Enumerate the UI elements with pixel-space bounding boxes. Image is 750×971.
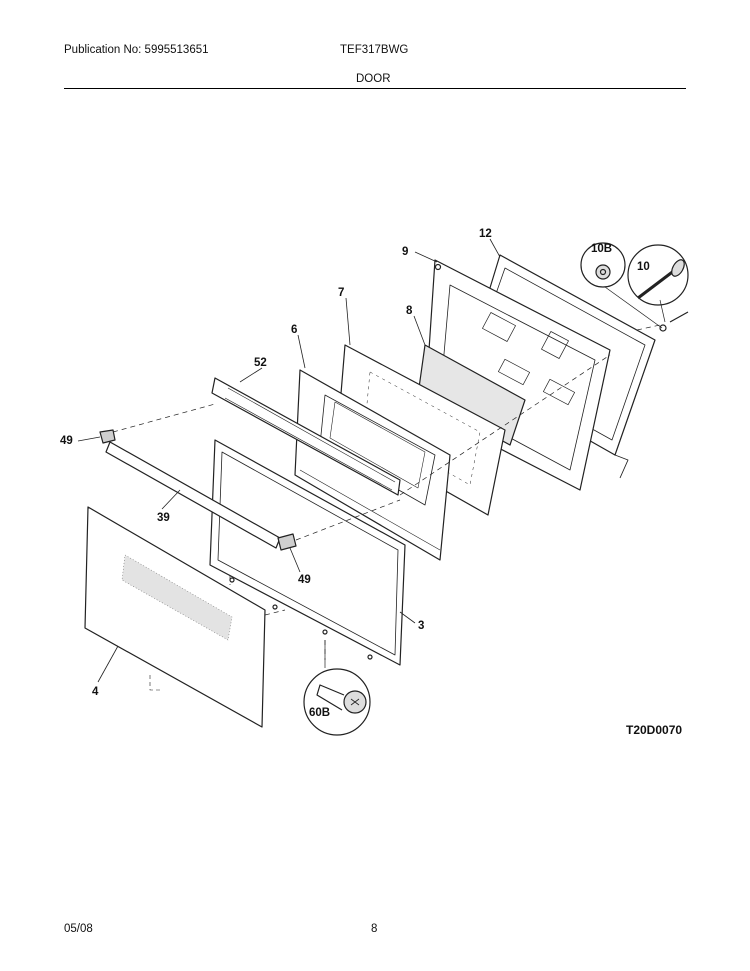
- callout-60b: 60B: [309, 707, 330, 719]
- part-8-insulation: [417, 344, 526, 446]
- footer-date: 05/08: [64, 923, 93, 935]
- callout-4: 4: [92, 686, 99, 698]
- callouts: 12 9 10B 10 7 8 6 52 49 39 49 3 4 60B: [60, 228, 650, 719]
- detail-10-screw: [627, 244, 689, 332]
- part-4-outer-glass: [84, 506, 266, 728]
- callout-10b: 10B: [591, 243, 612, 255]
- callout-8: 8: [406, 305, 413, 317]
- part-39-handle-strip: [105, 441, 281, 549]
- part-49-end-cap-right: [277, 533, 297, 551]
- callout-9: 9: [402, 246, 408, 258]
- callout-39: 39: [157, 512, 170, 524]
- leader-lines: [77, 238, 501, 683]
- callout-49-left: 49: [60, 435, 73, 447]
- callout-12: 12: [479, 228, 492, 240]
- model-number: TEF317BWG: [340, 44, 409, 56]
- publication-number: Publication No: 5995513651: [64, 44, 209, 56]
- part-52-door-trim: [211, 377, 401, 496]
- detail-60b-screw: [303, 640, 371, 736]
- callout-7: 7: [338, 287, 344, 299]
- part-49-end-cap-left: [99, 429, 116, 444]
- drawing-number: T20D0070: [626, 723, 683, 737]
- header-divider: [64, 88, 686, 89]
- part-3-gasket-frame: [209, 439, 406, 666]
- callout-3: 3: [418, 620, 424, 632]
- callout-52: 52: [254, 357, 267, 369]
- detail-10b-washer: [580, 242, 663, 329]
- section-title: DOOR: [356, 73, 391, 85]
- page-number: 8: [371, 923, 378, 935]
- callout-6: 6: [291, 324, 297, 336]
- callout-10: 10: [637, 261, 650, 273]
- callout-49-right: 49: [298, 574, 311, 586]
